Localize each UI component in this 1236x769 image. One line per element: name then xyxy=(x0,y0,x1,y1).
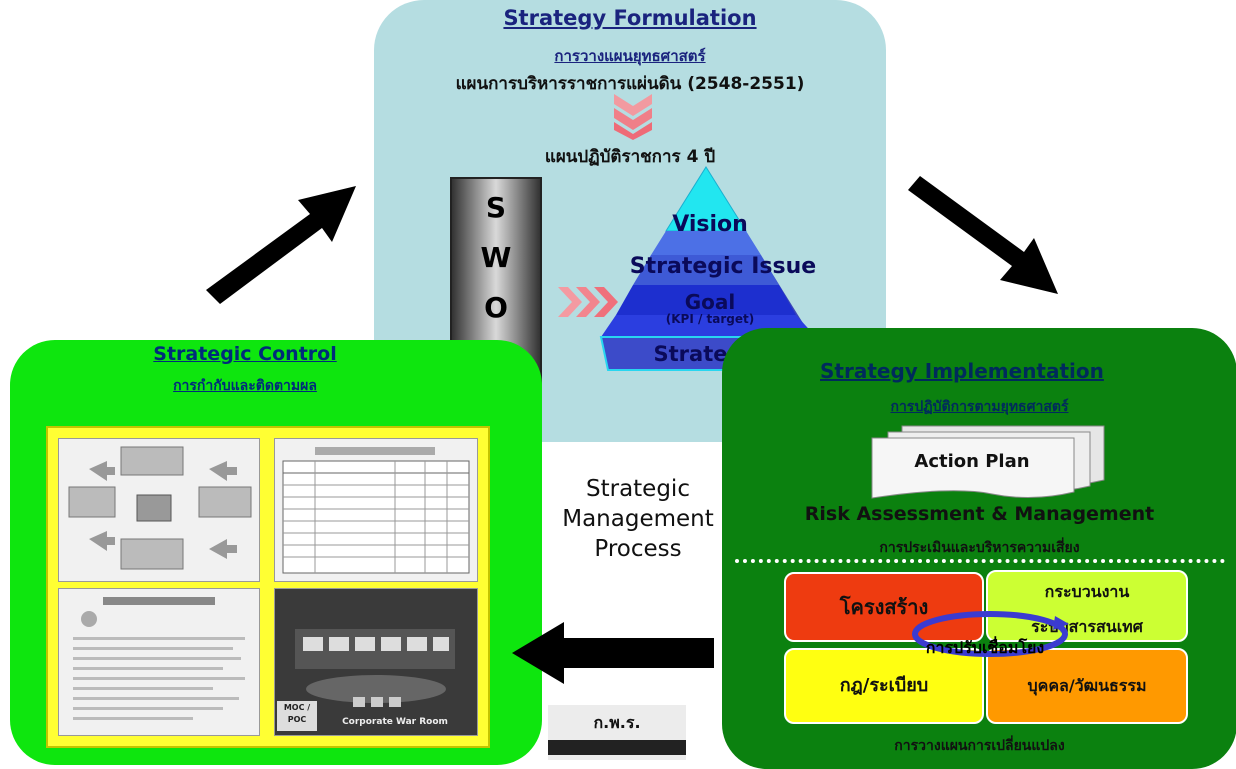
implementation-thai-title: การปฏิบัติการตามยุทธศาสตร์ xyxy=(890,399,1069,415)
divider-dotted xyxy=(735,559,1225,563)
action-plan-label: Action Plan xyxy=(914,451,1030,472)
moc-label: MOC / xyxy=(283,703,311,712)
strategic-management-process-label: Strategic Management Process xyxy=(548,474,728,564)
poc-label: POC xyxy=(287,715,307,724)
action-plan-stack xyxy=(871,425,1105,499)
pyramid-kpi-label: (KPI / target) xyxy=(665,312,755,326)
chevron-down-icon xyxy=(614,94,652,140)
thumbnail-grid: MOC / POC Corporate War Room xyxy=(46,426,490,748)
rules-box: กฎ/ระเบียบ xyxy=(784,648,984,724)
war-room-label: Corporate War Room xyxy=(342,717,448,727)
formulation-thai-title: การวางแผนยุทธศาสตร์ xyxy=(554,47,706,65)
control-title: Strategic Control xyxy=(153,343,337,365)
scorecard-table-thumbnail xyxy=(274,438,478,582)
structure-box: โครงสร้าง xyxy=(784,572,984,642)
national-admin-plan: แผนการบริหารราชการแผ่นดิน (2548-2551) xyxy=(455,74,805,94)
pyramid-goal-label: Goal xyxy=(684,290,736,314)
swot-letter-o: O xyxy=(484,291,508,324)
people-culture-box: บุคคล/วัฒนธรรม xyxy=(986,648,1188,724)
chevron-right-icon xyxy=(558,287,618,317)
alignment-label: การปรับเชื่อมโยง xyxy=(925,638,1045,657)
process-label-line1: Strategic xyxy=(586,476,690,502)
pyramid-vision-label: Vision xyxy=(672,212,748,237)
ocsc-logo-bar xyxy=(548,740,686,755)
risk-assessment-title: Risk Assessment & Management xyxy=(804,503,1155,525)
arrow-left-icon xyxy=(512,622,714,684)
ocsc-logo-text: ก.พ.ร. xyxy=(593,713,641,732)
process-label-line2: Management xyxy=(562,506,714,532)
balanced-scorecard-thumbnail xyxy=(58,438,260,582)
formulation-title: Strategy Formulation xyxy=(503,6,757,30)
cycle-ring-icon xyxy=(912,611,1069,657)
change-planning-label: การวางแผนการเปลี่ยนแปลง xyxy=(894,738,1065,754)
process-line1: กระบวนงาน xyxy=(1044,582,1130,601)
document-thumbnail xyxy=(58,588,260,736)
four-year-plan: แผนปฏิบัติราชการ 4 ปี xyxy=(544,147,716,167)
implementation-title: Strategy Implementation xyxy=(820,359,1104,383)
arrow-down-right-icon xyxy=(908,176,1058,294)
pyramid-strategic-issue-label: Strategic Issue xyxy=(629,254,817,279)
war-room-thumbnail: MOC / POC Corporate War Room xyxy=(274,588,478,736)
process-label-line3: Process xyxy=(594,536,682,562)
swot-letter-s: S xyxy=(485,191,507,224)
swot-letter-w: W xyxy=(480,241,512,274)
strategy-pyramid xyxy=(599,166,830,371)
arrow-up-right-icon xyxy=(206,186,356,304)
control-thai-title: การกำกับและติดตามผล xyxy=(173,378,317,394)
risk-assessment-thai: การประเมินและบริหารความเสี่ยง xyxy=(879,540,1080,556)
